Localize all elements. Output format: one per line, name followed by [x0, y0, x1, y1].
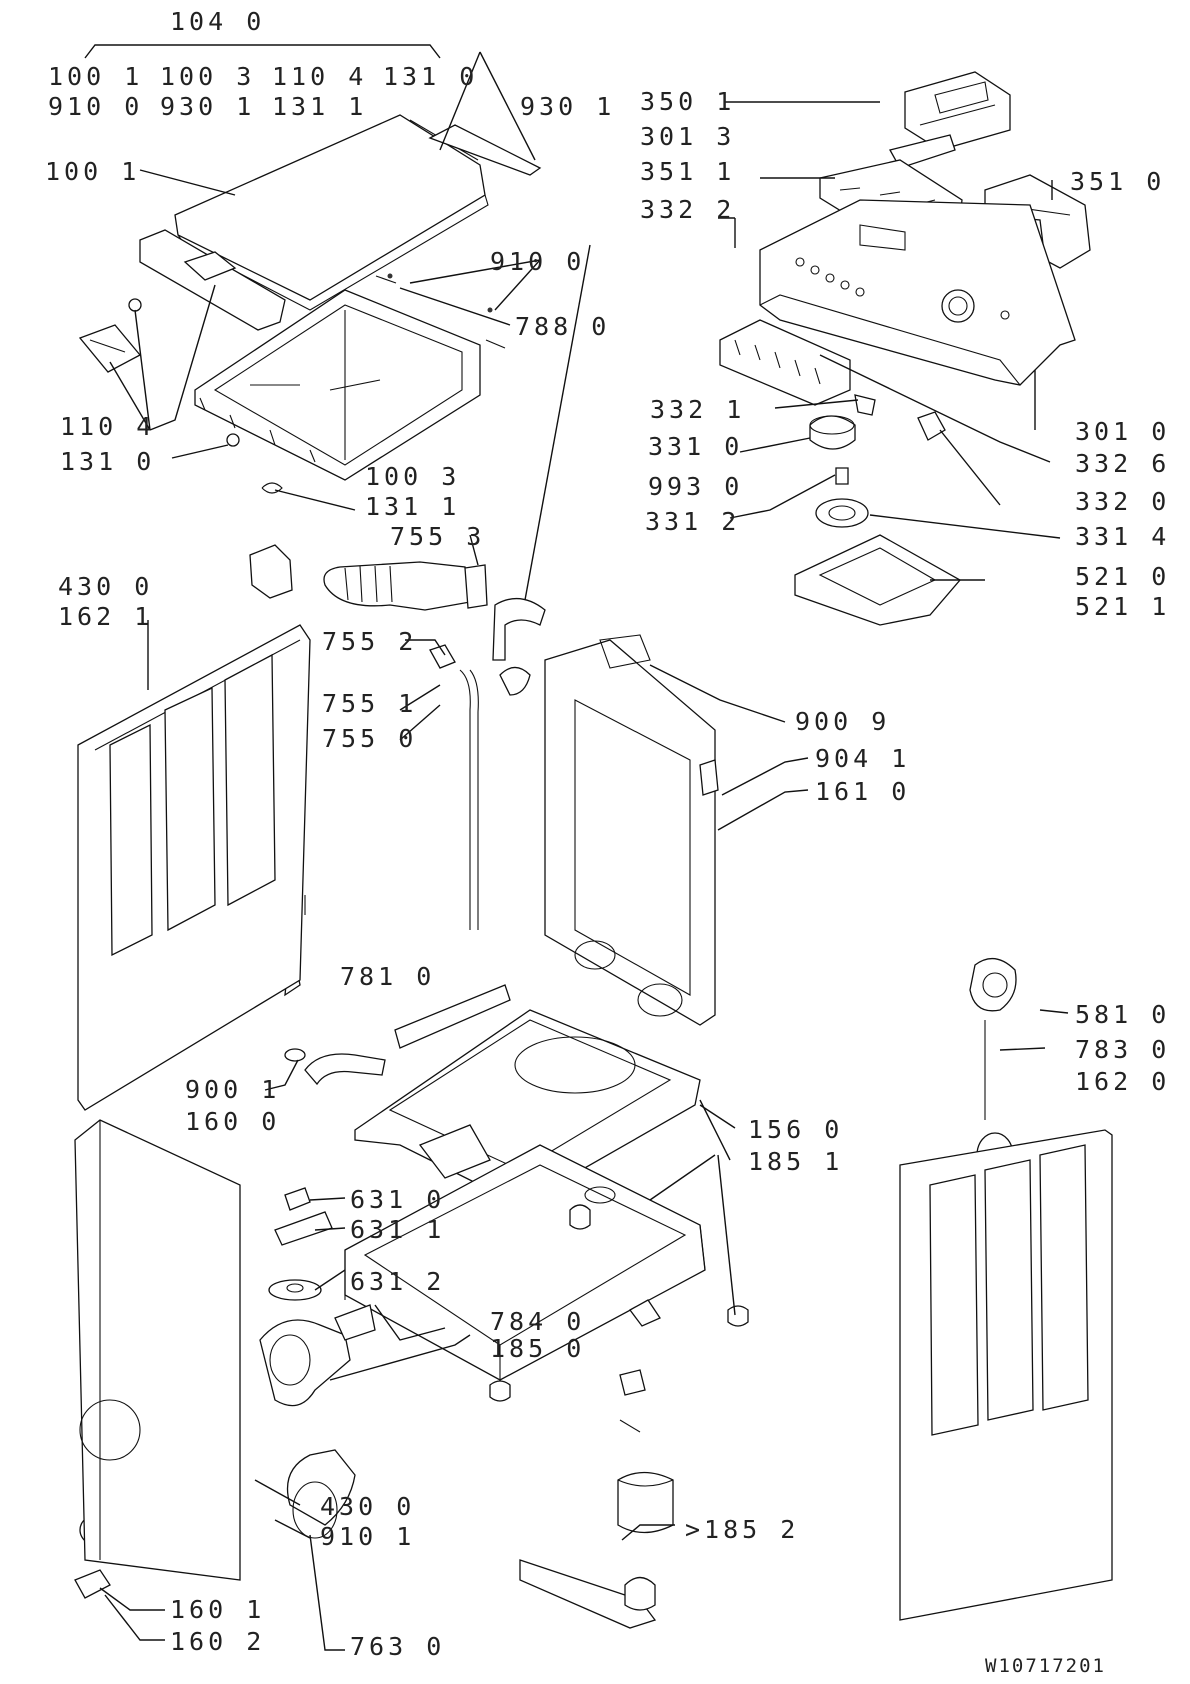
label-763-0: 763 0 — [350, 1632, 445, 1661]
lid-lock-parts — [78, 298, 283, 494]
label-900-1: 900 1 — [185, 1075, 280, 1104]
label-755-2: 755 2 — [322, 627, 417, 656]
label-185-2: >185 2 — [685, 1515, 799, 1544]
lid-front-panel — [139, 229, 286, 331]
front-panel — [74, 1119, 241, 1581]
label-100-1-a: 100 1 — [48, 62, 143, 91]
label-788-0: 788 0 — [515, 312, 610, 341]
label-301-0: 301 0 — [1075, 417, 1170, 446]
label-783-0: 783 0 — [1075, 1035, 1170, 1064]
filter-and-cap — [286, 1449, 356, 1539]
parts-artwork — [74, 71, 1113, 1629]
label-581-0: 581 0 — [1075, 1000, 1170, 1029]
label-930-1-b: 930 1 — [520, 92, 615, 121]
label-521-1: 521 1 — [1075, 592, 1170, 621]
base-tray — [354, 984, 701, 1206]
label-185-0: 185 0 — [490, 1334, 585, 1363]
dispenser-parts — [519, 1369, 674, 1629]
label-993-0: 993 0 — [648, 472, 743, 501]
label-331-4: 331 4 — [1075, 522, 1170, 551]
label-784-0: 784 0 — [490, 1307, 585, 1336]
label-781-0: 781 0 — [340, 962, 435, 991]
label-521-0: 521 0 — [1075, 562, 1170, 591]
knob-parts — [809, 394, 946, 528]
label-755-3: 755 3 — [390, 522, 485, 551]
drawing-code: W10717201 — [985, 1655, 1106, 1677]
sump-hose — [284, 1048, 386, 1086]
label-332-1: 332 1 — [650, 395, 745, 424]
label-930-1-a: 930 1 — [160, 92, 255, 121]
drain-pump — [259, 1304, 376, 1407]
label-755-1: 755 1 — [322, 689, 417, 718]
rear-panel — [544, 634, 719, 1026]
drain-hose-vertical — [459, 669, 479, 930]
panel-base-plate — [794, 534, 962, 626]
label-631-1: 631 1 — [350, 1215, 445, 1244]
left-side-panel — [77, 624, 311, 1111]
inlet-hose-bellows — [323, 561, 488, 611]
label-100-3-a: 100 3 — [160, 62, 255, 91]
elbow-parts — [429, 598, 546, 696]
label-351-1: 351 1 — [640, 157, 735, 186]
control-panel-fascia — [759, 199, 1076, 386]
top-frame — [194, 289, 481, 481]
part-labels: 104 0 100 1 100 3 110 4 131 0 910 0 930 … — [45, 7, 1170, 1661]
label-301-3: 301 3 — [640, 122, 735, 151]
label-350-1: 350 1 — [640, 87, 735, 116]
label-100-1-b: 100 1 — [45, 157, 140, 186]
label-331-0: 331 0 — [648, 432, 743, 461]
label-131-1-a: 131 1 — [272, 92, 367, 121]
label-910-1: 910 1 — [320, 1522, 415, 1551]
label-160-1: 160 1 — [170, 1595, 265, 1624]
label-160-0: 160 0 — [185, 1107, 280, 1136]
label-185-1: 185 1 — [748, 1147, 843, 1176]
label-331-2: 331 2 — [645, 507, 740, 536]
hinge-strip — [428, 124, 542, 176]
label-904-1: 904 1 — [815, 744, 910, 773]
display-module — [904, 71, 1011, 151]
pressure-switch — [249, 544, 293, 599]
right-side-panel — [899, 1129, 1113, 1621]
label-110-4-b: 110 4 — [60, 412, 155, 441]
feet-and-springs — [489, 1204, 749, 1402]
label-131-0-a: 131 0 — [383, 62, 478, 91]
chassis-frame — [344, 1144, 706, 1381]
label-156-0: 156 0 — [748, 1115, 843, 1144]
label-631-2: 631 2 — [350, 1267, 445, 1296]
label-161-0: 161 0 — [815, 777, 910, 806]
label-910-0-a: 910 0 — [48, 92, 143, 121]
control-board — [719, 319, 851, 406]
label-100-3-b: 100 3 — [365, 462, 460, 491]
leader-lines — [84, 44, 1069, 1651]
small-screws-top — [375, 273, 506, 349]
label-332-6: 332 6 — [1075, 449, 1170, 478]
label-162-1: 162 1 — [58, 602, 153, 631]
label-131-1-b: 131 1 — [365, 492, 460, 521]
label-755-0: 755 0 — [322, 724, 417, 753]
label-332-0: 332 0 — [1075, 487, 1170, 516]
label-910-0-b: 910 0 — [490, 247, 585, 276]
label-900-9: 900 9 — [795, 707, 890, 736]
label-332-2: 332 2 — [640, 195, 735, 224]
pulley-group — [969, 958, 1017, 1178]
door-lock-parts — [268, 1187, 333, 1301]
label-131-0-b: 131 0 — [60, 447, 155, 476]
label-110-4-a: 110 4 — [272, 62, 367, 91]
label-430-0-a: 430 0 — [58, 572, 153, 601]
label-631-0: 631 0 — [350, 1185, 445, 1214]
label-160-2: 160 2 — [170, 1627, 265, 1656]
label-162-0: 162 0 — [1075, 1067, 1170, 1096]
label-104-0: 104 0 — [170, 7, 265, 36]
label-430-0-b: 430 0 — [320, 1492, 415, 1521]
label-351-0: 351 0 — [1070, 167, 1165, 196]
